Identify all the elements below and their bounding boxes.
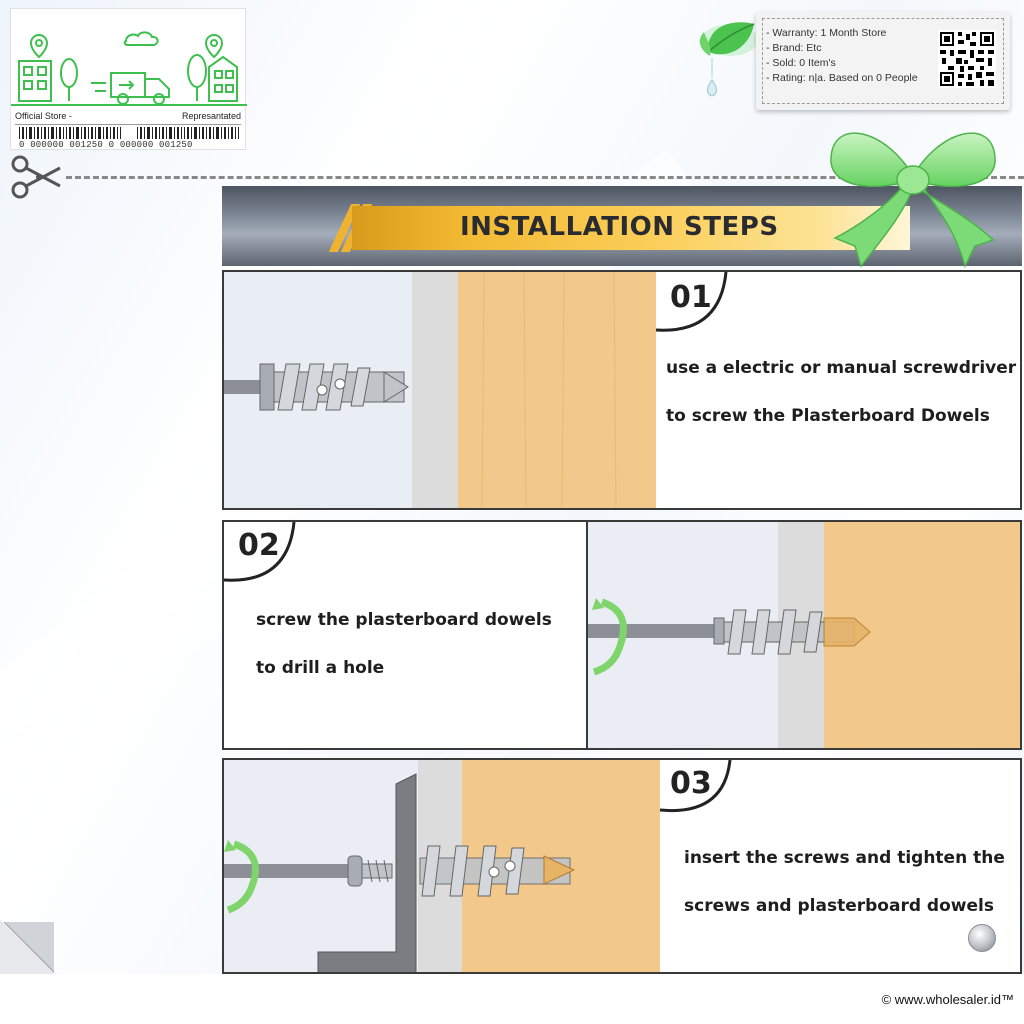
cut-line (66, 176, 1024, 179)
step1-text-panel: 01 use a electric or manual screwdriver … (656, 270, 1022, 510)
step2-text-line2: to drill a hole (256, 658, 385, 678)
scroll-knob[interactable] (968, 924, 996, 952)
page-title: INSTALLATION STEPS (460, 212, 779, 242)
brand-info: - Brand: Etc (766, 42, 822, 54)
ribbon-bow-icon (830, 132, 996, 268)
qr-code-icon[interactable] (938, 30, 996, 88)
step1-screw-illustration (224, 272, 656, 508)
product-info-box: - Warranty: 1 Month Store - Brand: Etc -… (756, 12, 1010, 110)
rating-info: - Rating: n|a. Based on 0 People (766, 72, 918, 84)
step1-number-arc (656, 272, 728, 332)
step3-text-line1: insert the screws and tighten the (684, 848, 1005, 868)
step1-text-line1: use a electric or manual screwdriver (666, 358, 1017, 378)
step2-text-line1: screw the plasterboard dowels (256, 610, 552, 630)
step3-number-arc (660, 760, 732, 813)
step3-text-panel: 03 insert the screws and tighten the scr… (660, 758, 1022, 974)
barcode-number: 0 000000 001250 0 000000 001250 (19, 140, 193, 150)
step2-text-panel: 02 screw the plasterboard dowels to dril… (222, 520, 588, 750)
barcode-icon (19, 127, 239, 139)
step2-illustration-panel (586, 520, 1022, 750)
rotate-arrow-icon (592, 598, 627, 676)
installation-header: INSTALLATION STEPS (222, 186, 1022, 266)
represented-label: Represantated (181, 110, 241, 121)
page-curl-icon (0, 920, 56, 974)
step3-text-line2: screws and plasterboard dowels (684, 896, 994, 916)
warranty-info: - Warranty: 1 Month Store (766, 27, 887, 39)
footer (0, 974, 1024, 1024)
step2-number: 02 (238, 528, 280, 563)
step1-illustration-panel (222, 270, 658, 510)
rotate-arrow-icon (226, 840, 259, 914)
leaf-icon (699, 22, 758, 97)
step1-number: 01 (670, 280, 712, 315)
scissors-icon (11, 155, 61, 199)
copyright-text: © www.wholesaler.id™ (881, 992, 1014, 1007)
official-store-label: Official Store - (15, 110, 72, 121)
step1-text-line2: to screw the Plasterboard Dowels (666, 406, 990, 426)
official-store-badge[interactable]: Official Store - Represantated (10, 8, 247, 150)
store-label-row: Official Store - Represantated (15, 107, 241, 125)
step2-drill-illustration (588, 522, 1020, 748)
delivery-town-icon (11, 31, 247, 106)
sold-info: - Sold: 0 Item's (766, 57, 836, 69)
header-band (352, 206, 910, 250)
step2-number-arc (224, 522, 296, 582)
step3-illustration-panel (222, 758, 662, 974)
product-info-list: - Warranty: 1 Month Store - Brand: Etc -… (766, 26, 918, 86)
step3-number: 03 (670, 766, 712, 801)
info-box-border (762, 18, 1004, 104)
step3-screw-illustration (224, 760, 660, 972)
